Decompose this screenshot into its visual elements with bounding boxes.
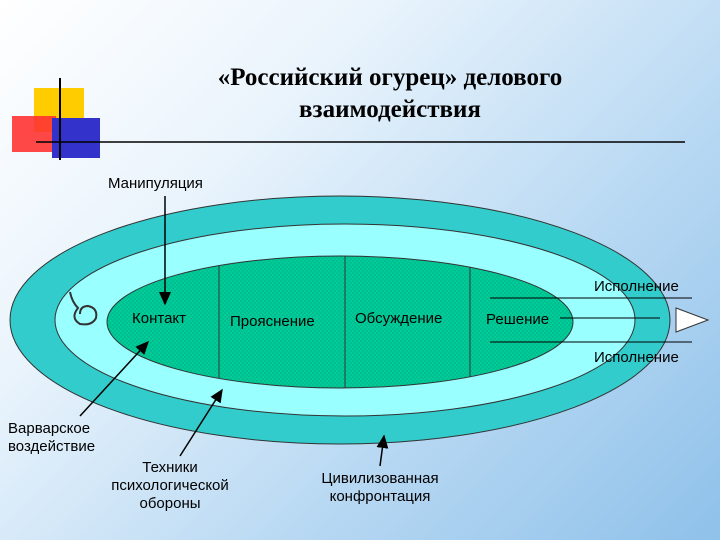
loop-symbol-icon [69,291,98,326]
label-execution-bottom: Исполнение [594,349,679,366]
label-manipulation: Манипуляция [108,175,203,192]
arrow-civilized [376,434,389,467]
label-execution-top: Исполнение [594,278,679,295]
label-barbaric: Варварское воздействие [8,420,96,455]
page-title: «Российский огурец» делового взаимодейст… [217,64,563,123]
decor-squares [12,78,685,160]
label-decision: Решение [486,311,550,328]
label-discussion: Обсуждение [355,310,443,327]
label-psych-defense: Техники психологической обороны [111,459,229,512]
label-contact: Контакт [132,310,187,327]
arrow-barbaric [79,340,150,417]
arrow-psych-defense [179,388,223,457]
label-civilized: Цивилизованная конфронтация [321,470,439,505]
label-clarification: Прояснение [230,313,315,330]
decor-red-square [12,116,56,152]
core-zone [106,255,574,389]
play-triangle-icon [675,307,710,333]
